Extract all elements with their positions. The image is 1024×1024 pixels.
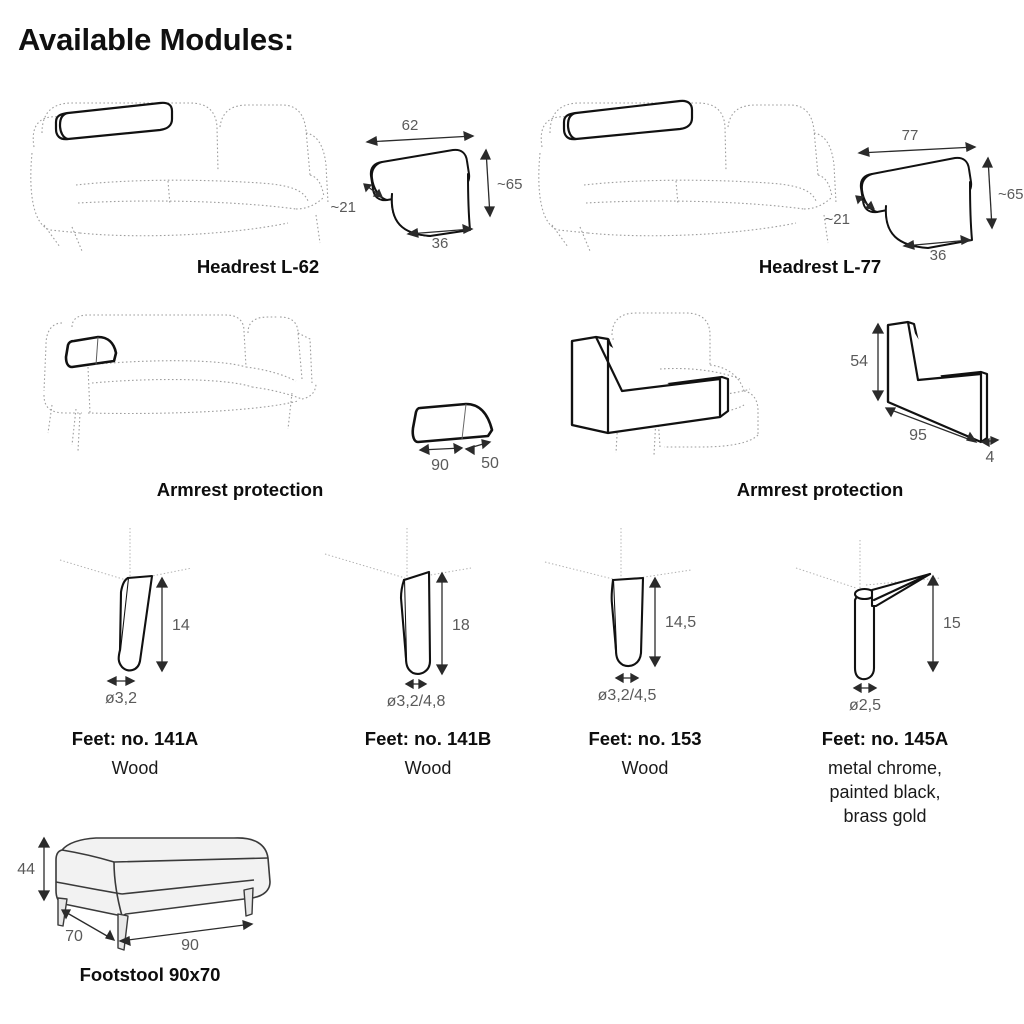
feet-141a-figure: 14 ø3,2 (40, 528, 230, 708)
dim-54: 54 (850, 353, 868, 370)
dim-d3245: ø3,2/4,5 (598, 687, 657, 704)
headrest-l62-detail-figure: 62 ~65 36 ~21 (331, 112, 523, 252)
feet-145a-figure: 15 ø2,5 (790, 540, 980, 720)
footstool-figure: 44 70 90 (17, 828, 292, 958)
sub-feet-145a-line1: metal chrome, (827, 758, 943, 778)
caption-armrest-protection-small: Armrest protection (156, 479, 324, 500)
caption-headrest-l77: Headrest L-77 (758, 256, 882, 277)
dim-70: 70 (65, 928, 83, 945)
dim-d25: ø2,5 (849, 697, 881, 714)
dim-d32: ø3,2 (105, 690, 137, 707)
armrest-protection-large-detail-figure: 54 95 4 (836, 310, 1021, 470)
dim-145: 14,5 (665, 614, 696, 631)
caption-feet-141a: Feet: no. 141A (71, 728, 199, 749)
dim-50: 50 (481, 455, 499, 472)
feet-141b-figure: 18 ø3,2/4,8 (324, 528, 515, 710)
dim-62: 62 (402, 117, 419, 134)
caption-feet-141b: Feet: no. 141B (364, 728, 492, 749)
sub-feet-145a-line2: painted black, (829, 781, 941, 802)
dim-36-b: 36 (930, 247, 947, 264)
dim-d3248: ø3,2/4,8 (387, 693, 446, 710)
caption-feet-145a: Feet: no. 145A (821, 728, 949, 749)
armrest-protection-large-sofa-figure (560, 305, 870, 470)
dim-14: 14 (172, 617, 190, 634)
sub-feet-141b: Wood (404, 758, 452, 778)
headrest-l62-sofa-figure (20, 75, 350, 252)
dim-15: 15 (943, 615, 961, 632)
caption-feet-153: Feet: no. 153 (588, 728, 702, 749)
sub-feet-141a: Wood (111, 758, 159, 778)
dim-65: ~65 (497, 176, 522, 193)
page-title: Available Modules: (18, 22, 295, 57)
caption-footstool: Footstool 90x70 (79, 964, 221, 985)
armrest-protection-small-detail-figure: 90 50 (404, 392, 520, 482)
dim-21: ~21 (331, 199, 356, 216)
dim-95: 95 (909, 427, 927, 444)
headrest-l77-sofa-figure (528, 75, 858, 252)
dim-21-b: ~21 (825, 211, 850, 228)
feet-153-figure: 14,5 ø3,2/4,5 (544, 528, 735, 708)
sub-feet-145a-line3: brass gold (843, 805, 927, 826)
dim-44: 44 (17, 861, 35, 878)
dim-77: 77 (902, 127, 919, 144)
dim-90: 90 (431, 457, 449, 474)
caption-headrest-l62: Headrest L-62 (196, 256, 320, 277)
sub-feet-153: Wood (621, 758, 669, 778)
dim-65-b: ~65 (998, 186, 1023, 203)
dim-18: 18 (452, 617, 470, 634)
armrest-protection-small-sofa-figure (30, 305, 390, 470)
dim-4: 4 (986, 449, 995, 466)
caption-armrest-protection-large: Armrest protection (736, 479, 904, 500)
dim-90-fs: 90 (181, 937, 199, 954)
dim-36: 36 (432, 235, 449, 252)
headrest-l77-detail-figure: 77 ~65 36 ~21 (825, 120, 1024, 264)
